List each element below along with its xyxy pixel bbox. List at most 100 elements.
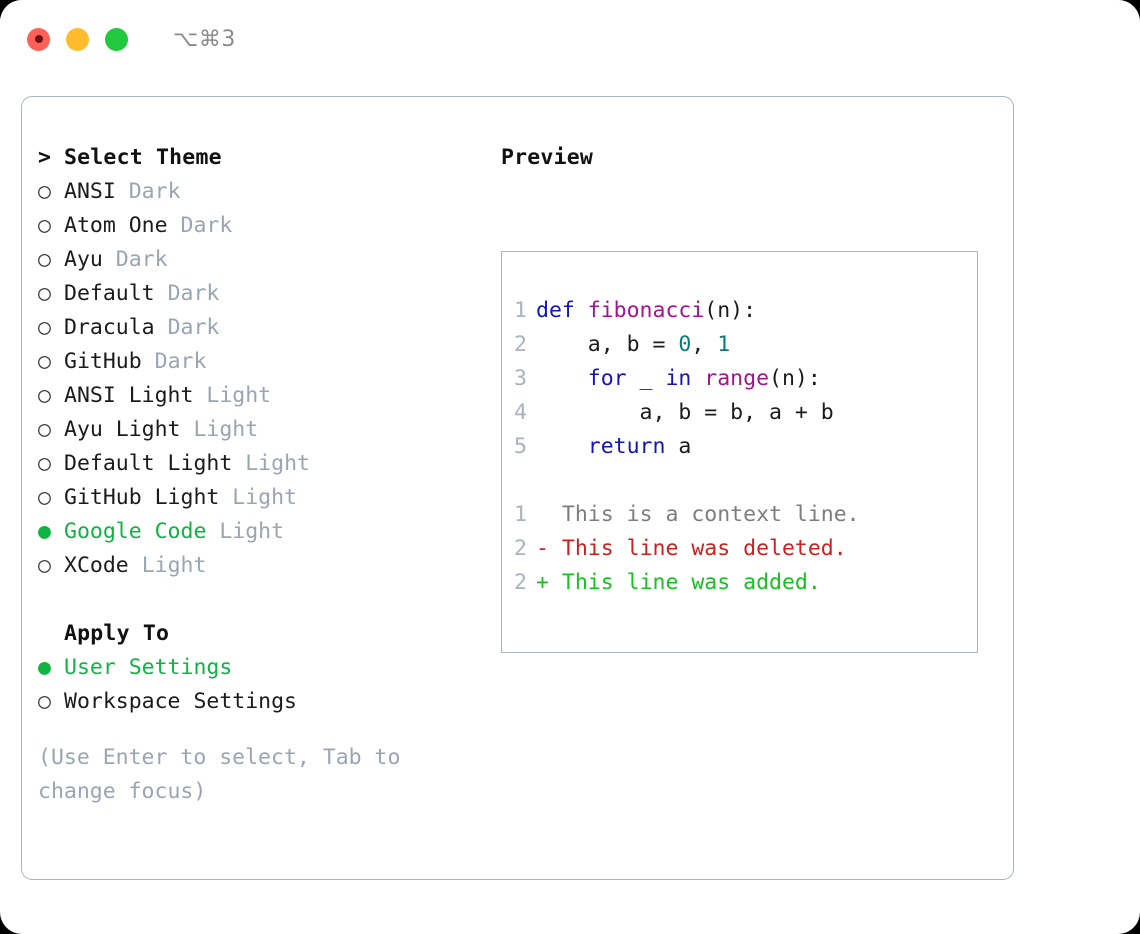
label-spacer xyxy=(103,247,116,272)
recording-indicator-icon xyxy=(34,35,43,43)
diff-marker-icon: - xyxy=(536,536,549,561)
theme-list-item[interactable]: ○ Ayu Dark xyxy=(38,247,488,281)
label-spacer xyxy=(116,179,129,204)
theme-list-item[interactable]: ○ Atom One Dark xyxy=(38,213,488,247)
radio-unselected-icon: ○ xyxy=(38,451,51,476)
theme-list-item[interactable]: ○Ayu Light Light xyxy=(38,417,488,451)
theme-name-label: Ayu Light xyxy=(64,417,181,442)
theme-name-label: ANSI xyxy=(64,179,116,204)
theme-name-label: GitHub xyxy=(64,349,142,374)
radio-selected-icon: ● xyxy=(38,655,51,680)
theme-list-item[interactable]: ○Default Light Light xyxy=(38,451,488,485)
code-token-fn: fibonacci xyxy=(587,298,705,323)
theme-variant-badge: Dark xyxy=(128,179,181,204)
code-token-kw: return xyxy=(536,434,666,459)
diff-line-text: This line was deleted. xyxy=(561,536,847,561)
theme-list-item[interactable]: ○Default Dark xyxy=(38,281,488,315)
code-token-kw: def xyxy=(536,298,588,323)
label-spacer xyxy=(219,485,232,510)
caret-icon: > xyxy=(38,145,51,170)
radio-unselected-icon: ○ xyxy=(38,553,51,578)
keyboard-shortcut-label: ⌥⌘3 xyxy=(173,26,236,52)
diff-line: 1 This is a context line. xyxy=(502,502,977,536)
label-spacer xyxy=(232,451,245,476)
code-line: 1 def fibonacci(n): xyxy=(502,298,977,332)
label-spacer xyxy=(129,553,142,578)
keyboard-hint-text: (Use Enter to select, Tab to change focu… xyxy=(38,745,414,804)
code-token-plain: (n): xyxy=(704,298,757,323)
radio-selected-icon: ● xyxy=(38,519,51,544)
label-spacer xyxy=(206,519,219,544)
code-token-fn: range xyxy=(704,366,770,391)
code-line-number: 1 xyxy=(514,298,527,323)
minimize-window-button[interactable] xyxy=(66,27,89,51)
theme-list-item[interactable]: ○ANSI Light Light xyxy=(38,383,488,417)
code-token-plain: _ xyxy=(626,366,666,391)
code-line: 5 return a xyxy=(502,434,977,468)
diff-line-number: 1 xyxy=(514,502,527,527)
radio-unselected-icon: ○ xyxy=(38,213,51,238)
radio-unselected-icon: ○ xyxy=(38,247,51,272)
apply-to-list-item[interactable]: ●User Settings xyxy=(38,655,488,689)
select-theme-heading: > Select Theme xyxy=(38,145,488,179)
theme-variant-badge: Light xyxy=(219,519,285,544)
radio-unselected-icon: ○ xyxy=(38,689,51,714)
code-token-plain: a, b = xyxy=(536,332,679,357)
theme-list-item[interactable]: ●Google Code Light xyxy=(38,519,488,553)
code-line-text: a, b = 0, 1 xyxy=(536,332,730,357)
theme-variant-badge: Dark xyxy=(154,349,207,374)
maximize-window-button[interactable] xyxy=(105,27,128,51)
theme-list-item[interactable]: ○GitHub Dark xyxy=(38,349,488,383)
apply-to-heading: Apply To xyxy=(38,621,488,655)
label-spacer xyxy=(181,417,194,442)
diff-spacer xyxy=(549,536,562,561)
apply-to-marker-placeholder xyxy=(38,623,64,645)
code-line: 3 for _ in range(n): xyxy=(502,366,977,400)
diff-line: 2- This line was deleted. xyxy=(502,536,977,570)
diff-line-text: This is a context line. xyxy=(561,502,860,527)
code-line-text: def fibonacci(n): xyxy=(536,298,756,323)
apply-to-list-item[interactable]: ○ Workspace Settings xyxy=(38,689,488,723)
code-token-plain: , xyxy=(691,332,718,357)
theme-name-label: XCode xyxy=(64,553,129,578)
code-diff-spacer xyxy=(502,468,977,502)
theme-variant-badge: Light xyxy=(193,417,259,442)
theme-list-item[interactable]: ○XCode Light xyxy=(38,553,488,587)
theme-variant-badge: Dark xyxy=(167,315,220,340)
label-spacer xyxy=(155,281,168,306)
theme-list-item[interactable]: ○Dracula Dark xyxy=(38,315,488,349)
theme-name-label: Ayu xyxy=(64,247,103,272)
theme-list-item[interactable]: ○GitHub Light Light xyxy=(38,485,488,519)
apply-to-label: Workspace Settings xyxy=(64,689,297,714)
diff-sample-lines: 1 This is a context line.2- This line wa… xyxy=(502,502,977,604)
code-token-plain: a xyxy=(665,434,692,459)
theme-variant-badge: Light xyxy=(245,451,310,476)
diff-spacer xyxy=(549,570,562,595)
theme-list-item[interactable]: ○ ANSI Dark xyxy=(38,179,488,213)
label-spacer xyxy=(193,383,206,408)
code-line-number: 4 xyxy=(514,400,527,425)
diff-marker-icon xyxy=(536,502,549,527)
code-token-kw: in xyxy=(665,366,692,391)
theme-variant-badge: Dark xyxy=(115,247,168,272)
label-spacer xyxy=(155,315,168,340)
diff-line: 2+ This line was added. xyxy=(502,570,977,604)
diff-spacer xyxy=(549,502,562,527)
radio-unselected-icon: ○ xyxy=(38,179,51,204)
select-theme-heading-label: Select Theme xyxy=(64,145,222,170)
main-panel: > Select Theme ○ANSI Dark○Atom One Dark○… xyxy=(21,96,1014,880)
diff-marker-icon: + xyxy=(536,570,549,595)
code-token-plain xyxy=(691,366,704,391)
radio-unselected-icon: ○ xyxy=(38,383,51,408)
theme-name-label: GitHub Light xyxy=(64,485,220,510)
theme-name-label: ANSI Light xyxy=(64,383,194,408)
traffic-light-group xyxy=(27,27,128,51)
theme-variant-badge: Dark xyxy=(180,213,233,238)
theme-name-label: Atom One xyxy=(64,213,168,238)
close-window-button[interactable] xyxy=(27,27,50,51)
radio-unselected-icon: ○ xyxy=(38,485,51,510)
